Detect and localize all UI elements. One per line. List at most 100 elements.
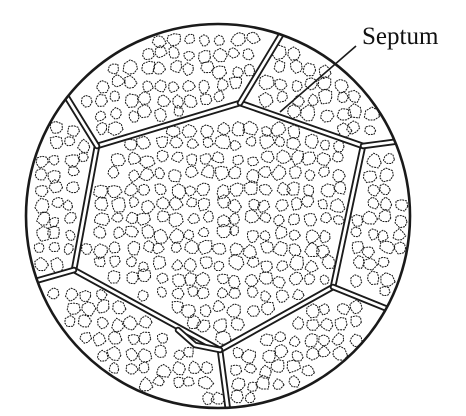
cell-outline bbox=[197, 287, 209, 299]
cell-outline bbox=[245, 210, 259, 223]
cell-outline bbox=[184, 258, 196, 271]
cell-outline bbox=[271, 360, 284, 373]
cell-outline bbox=[306, 230, 319, 244]
cell-outline bbox=[230, 225, 239, 235]
cell-outline bbox=[338, 92, 349, 103]
cell-outline bbox=[114, 227, 124, 239]
cell-outline bbox=[262, 302, 275, 315]
cell-outline bbox=[169, 213, 183, 227]
cell-outline bbox=[304, 213, 316, 226]
cell-outline bbox=[125, 94, 138, 108]
cell-outline bbox=[171, 243, 181, 253]
cell-outline bbox=[368, 185, 380, 197]
cell-outline bbox=[349, 90, 360, 102]
cell-outline bbox=[97, 122, 107, 134]
cell-outline bbox=[333, 216, 344, 225]
cell-outline bbox=[170, 136, 183, 148]
cell-outline bbox=[155, 167, 164, 178]
cell-outline bbox=[157, 273, 168, 283]
cell-outline bbox=[248, 157, 259, 166]
cell-outline bbox=[378, 230, 388, 242]
cell-outline bbox=[201, 94, 212, 105]
cell-outline bbox=[158, 287, 167, 297]
cell-outline bbox=[290, 255, 304, 270]
cell-outline bbox=[94, 226, 106, 238]
cell-outline bbox=[98, 317, 109, 329]
cell-outline bbox=[95, 111, 106, 121]
cell-outline bbox=[158, 95, 171, 107]
cell-outline bbox=[142, 200, 155, 213]
cell-outline bbox=[52, 197, 63, 207]
cell-outline bbox=[201, 62, 214, 73]
cell-outline bbox=[229, 166, 241, 179]
cell-outline bbox=[352, 215, 363, 227]
cell-outline bbox=[34, 243, 44, 252]
cell-outline bbox=[215, 166, 229, 180]
cell-outline bbox=[301, 105, 315, 121]
cell-outline bbox=[288, 214, 299, 225]
cell-outline bbox=[259, 93, 273, 108]
cell-outline bbox=[157, 137, 168, 148]
cell-outline bbox=[167, 34, 180, 46]
cell-outline bbox=[142, 225, 154, 239]
cell-outline bbox=[128, 152, 141, 164]
septum-wall-gap-0 bbox=[74, 103, 363, 350]
cell-outline bbox=[174, 350, 185, 359]
cell-outline bbox=[320, 230, 330, 243]
cell-outline bbox=[138, 290, 148, 301]
cell-outline bbox=[259, 75, 274, 89]
cell-outline bbox=[155, 108, 167, 121]
cell-outline bbox=[78, 315, 91, 327]
cell-outline bbox=[319, 89, 332, 104]
cell-outline bbox=[276, 290, 289, 302]
cell-outline bbox=[108, 166, 119, 178]
cell-outline bbox=[276, 226, 287, 240]
cell-outline bbox=[321, 110, 334, 122]
cell-outline bbox=[65, 137, 75, 146]
cell-outline bbox=[139, 316, 152, 328]
cell-outline bbox=[94, 257, 105, 267]
cell-outline bbox=[261, 241, 274, 253]
cell-outline bbox=[380, 168, 394, 182]
cell-outline bbox=[184, 51, 195, 60]
cell-outline bbox=[142, 61, 155, 74]
cell-outline bbox=[110, 256, 120, 267]
cell-outline bbox=[184, 347, 194, 356]
cell-outline bbox=[350, 300, 362, 314]
cell-outline bbox=[82, 302, 96, 316]
cell-outline bbox=[319, 335, 330, 346]
cell-outline bbox=[137, 213, 150, 225]
cell-outline bbox=[292, 197, 302, 210]
cell-outline bbox=[183, 81, 196, 92]
cell-outline bbox=[137, 136, 151, 149]
cell-outline bbox=[354, 255, 365, 268]
cell-outline bbox=[49, 242, 60, 251]
cell-outline bbox=[396, 200, 408, 211]
cell-outline bbox=[110, 91, 119, 101]
cell-outline bbox=[232, 378, 245, 391]
cell-outline bbox=[292, 351, 303, 362]
cell-outline bbox=[108, 64, 119, 74]
cell-outline bbox=[36, 186, 48, 197]
cell-outline bbox=[201, 165, 214, 178]
cell-outline bbox=[94, 213, 109, 226]
cell-outline bbox=[112, 318, 125, 331]
cell-outline bbox=[214, 91, 224, 102]
cell-outline bbox=[231, 318, 244, 330]
cell-outline bbox=[112, 198, 126, 213]
cell-outline bbox=[184, 230, 194, 240]
cell-outline bbox=[258, 167, 271, 178]
cell-outline bbox=[261, 261, 272, 273]
cell-outline bbox=[337, 109, 351, 121]
cell-outline bbox=[243, 49, 254, 60]
cell-outline bbox=[275, 79, 287, 90]
cell-outline bbox=[307, 304, 320, 318]
cell-outline bbox=[369, 229, 378, 240]
cell-outline bbox=[307, 320, 319, 330]
cell-outline bbox=[157, 150, 168, 162]
cell-outline bbox=[321, 318, 333, 331]
cell-outline bbox=[214, 261, 224, 270]
cell-outline bbox=[109, 362, 119, 373]
cell-outline bbox=[245, 274, 258, 286]
cell-outline bbox=[259, 272, 272, 284]
